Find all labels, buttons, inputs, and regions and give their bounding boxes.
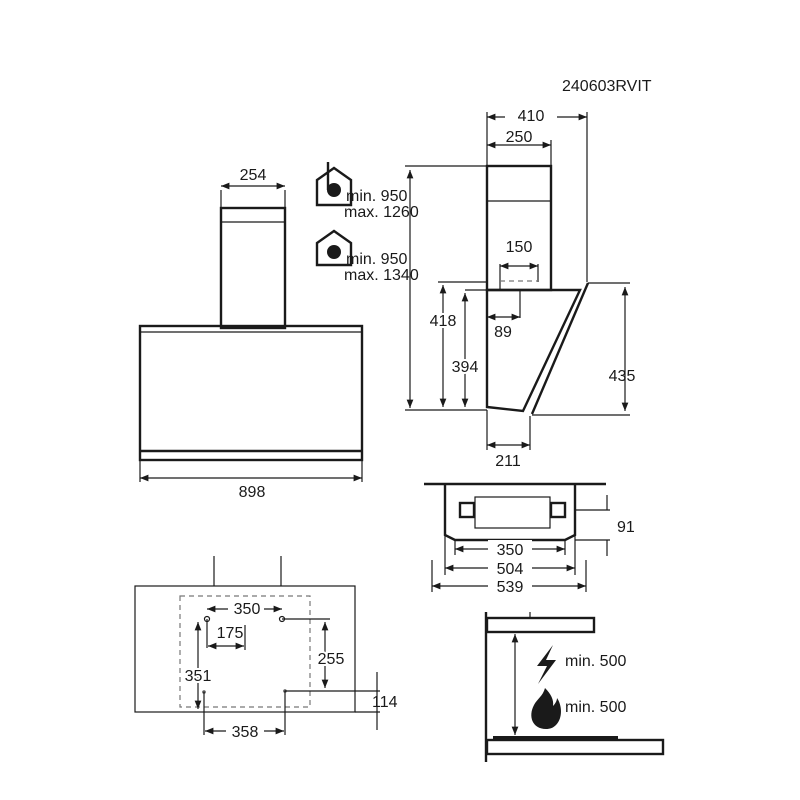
mount-175-label: 175 (217, 625, 244, 642)
dim-91-label: 91 (617, 519, 635, 536)
dim-250-label: 250 (506, 129, 533, 146)
dim-504-label: 504 (497, 561, 524, 578)
front-hood-body (138, 324, 364, 462)
dim-350-label: 350 (497, 542, 524, 559)
house-fan-recirculation-icon (315, 229, 353, 267)
recirculation-min: min. 950 (346, 251, 407, 268)
model-code: 240603RVIT (562, 78, 652, 95)
dim-410-label: 410 (518, 108, 545, 125)
mount-114-label: 114 (372, 694, 398, 711)
front-view: 254 898 (138, 167, 364, 501)
underside-view: 91 350 504 539 (424, 482, 635, 596)
mounting-view: 350 175 351 255 114 358 (134, 556, 398, 741)
side-view: 410 250 150 435 418 394 89 211 (405, 104, 635, 470)
flame-icon (531, 688, 561, 729)
gas-clearance-label: min. 500 (565, 699, 626, 716)
dim-394-label: 394 (452, 359, 479, 376)
side-chimney (485, 164, 553, 292)
hob-outline (485, 738, 665, 756)
lightning-icon (537, 645, 556, 684)
dim-435-label: 435 (609, 368, 636, 385)
dim-539-label: 539 (497, 579, 524, 596)
hood-outline (485, 616, 596, 634)
clearance-view: min. 500 min. 500 (484, 612, 665, 762)
dim-898-label: 898 (239, 484, 266, 501)
house-fan-extraction-icon (315, 162, 353, 207)
dim-150-label: 150 (506, 239, 533, 256)
front-chimney (219, 206, 287, 330)
extraction-max: max. 1260 (344, 204, 419, 221)
electric-clearance-label: min. 500 (565, 653, 626, 670)
mount-255-label: 255 (318, 651, 345, 668)
glass-panel (530, 282, 590, 415)
dim-211-label: 211 (495, 453, 521, 470)
dim-418-label: 418 (430, 313, 457, 330)
mount-358-label: 358 (232, 724, 259, 741)
mount-350-label: 350 (234, 601, 261, 618)
extraction-min: min. 950 (346, 188, 407, 205)
dim-89-label: 89 (494, 324, 512, 341)
side-hood-body (485, 288, 582, 413)
dim-254-label: 254 (240, 167, 267, 184)
mount-351-label: 351 (185, 668, 212, 685)
recirculation-max: max. 1340 (344, 267, 419, 284)
